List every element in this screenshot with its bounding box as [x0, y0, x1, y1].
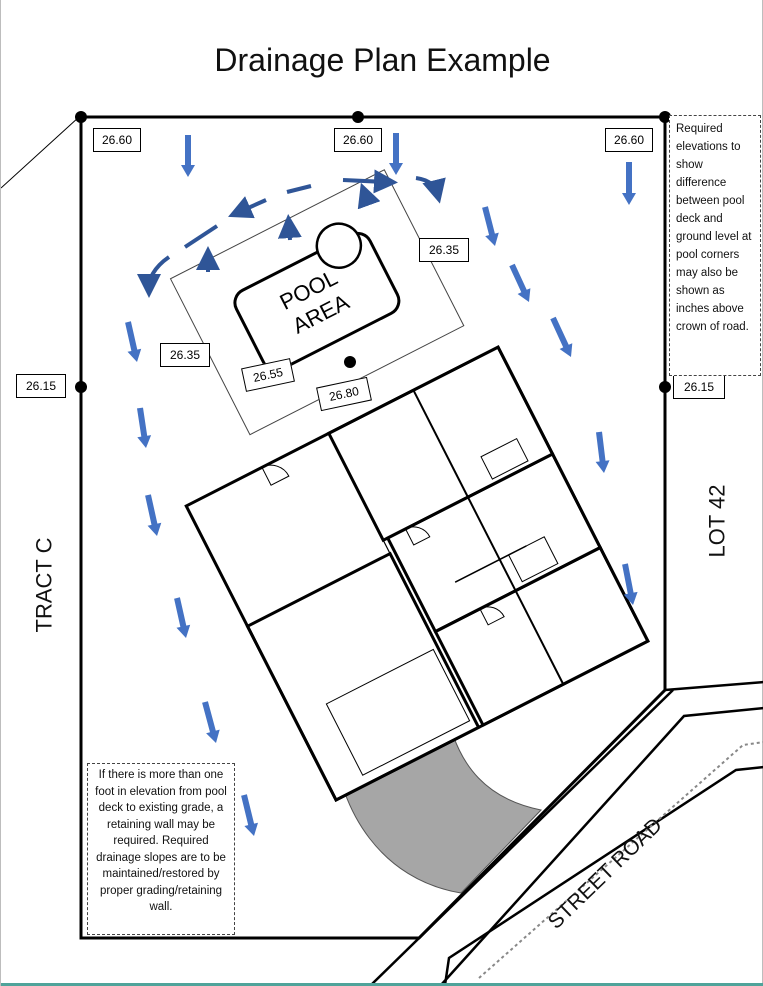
drainage-arrow	[241, 794, 258, 836]
drainage-arrow	[145, 494, 162, 536]
elevation-corner-top-left: 26.60	[93, 128, 141, 152]
house-corner-dot	[344, 356, 356, 368]
drainage-arrow	[202, 701, 220, 743]
boundary-dot	[659, 381, 671, 393]
boundary-dot	[352, 111, 364, 123]
drainage-arrow	[509, 263, 531, 302]
retaining-wall-note: If there is more than one foot in elevat…	[87, 763, 235, 935]
boundary-dot	[75, 381, 87, 393]
drainage-arrow	[174, 597, 191, 638]
drainage-arrow	[137, 407, 152, 448]
house-floorplan	[184, 345, 650, 803]
elevation-top-middle: 26.60	[334, 128, 382, 152]
drainage-arrow	[622, 162, 636, 205]
bottom-accent-bar	[1, 983, 763, 986]
elevation-pool-right: 26.35	[419, 238, 469, 262]
boundary-dot	[75, 111, 87, 123]
drainage-arrows	[125, 133, 638, 836]
property-boundary	[79, 115, 667, 940]
tract-label: TRACT C	[31, 537, 57, 633]
elevation-pool-left: 26.35	[160, 343, 210, 367]
street-road	[370, 680, 763, 986]
boundary-dot	[659, 111, 671, 123]
elevation-corner-top-right: 26.60	[605, 128, 653, 152]
lot-label: LOT 42	[704, 484, 730, 558]
drainage-arrow	[550, 316, 573, 357]
elevation-left-side: 26.15	[16, 374, 66, 398]
elevation-right-side: 26.15	[673, 375, 725, 399]
drainage-arrow	[622, 563, 638, 605]
drainage-arrow	[482, 206, 499, 246]
elevation-note: Required elevations to show difference b…	[669, 115, 761, 376]
drainage-arrow	[389, 133, 403, 175]
drainage-arrow	[181, 135, 195, 177]
pool-drainage-arrows	[137, 169, 446, 298]
drainage-arrow	[125, 321, 142, 362]
drainage-arrow	[595, 431, 610, 473]
page-title: Drainage Plan Example	[214, 42, 551, 78]
